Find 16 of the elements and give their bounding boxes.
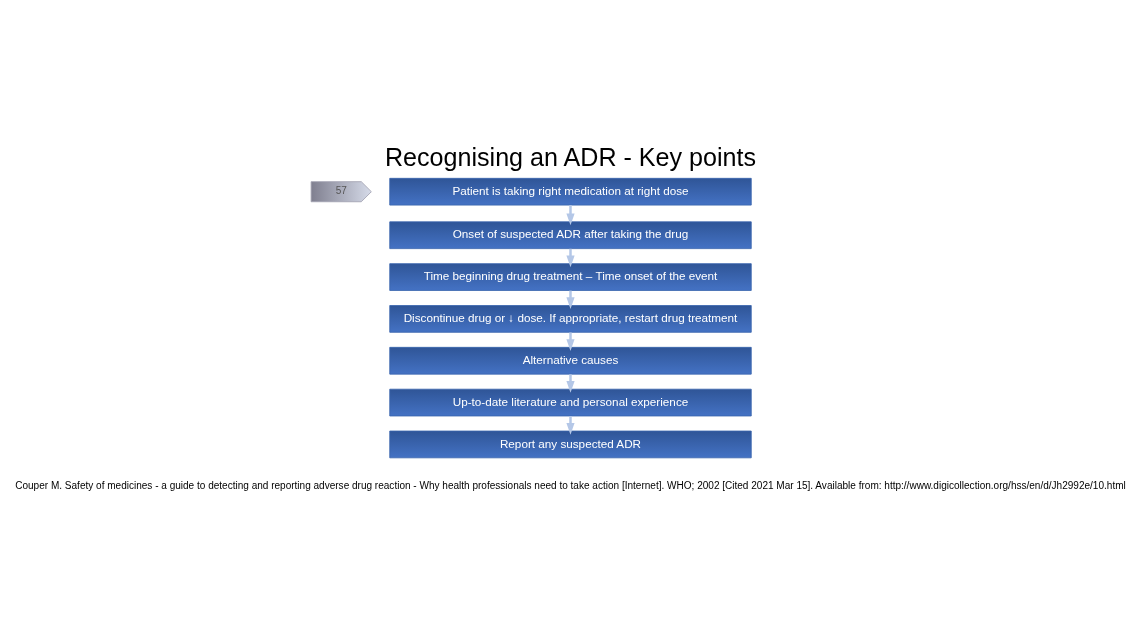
arrow [566, 374, 575, 393]
arrow [566, 205, 575, 226]
node-box: Report any suspected ADR [389, 430, 752, 459]
arrow [566, 248, 575, 268]
node-box: Onset of suspected ADR after taking the drug [389, 221, 752, 250]
node-box: Discontinue drug or ↓ dose. If appropriate, restart drug treatment [389, 305, 752, 333]
arrow [566, 416, 575, 435]
node-box: Up-to-date literature and personal experience [389, 388, 752, 417]
node-box: Alternative causes [389, 346, 752, 375]
arrow [566, 332, 575, 351]
arrow [566, 290, 575, 310]
diagram-title: Recognising an ADR - Key points [384, 142, 757, 171]
node-box: Time beginning drug treatment – Time onset of the event [389, 263, 752, 291]
label: 57 [335, 185, 347, 197]
node-box: Patient is taking right medication at right dose [389, 177, 752, 206]
caption: Couper M. Safety of medicines - a guide to detecting and reporting adverse drug reaction - Why health professionals need to take action [Internet]. WHO; 2002 [Cited 2021 Mar 15]. Available from: http://www.digicollection.org/hss/en/d/Jh2992e/10.html [15, 479, 1126, 491]
